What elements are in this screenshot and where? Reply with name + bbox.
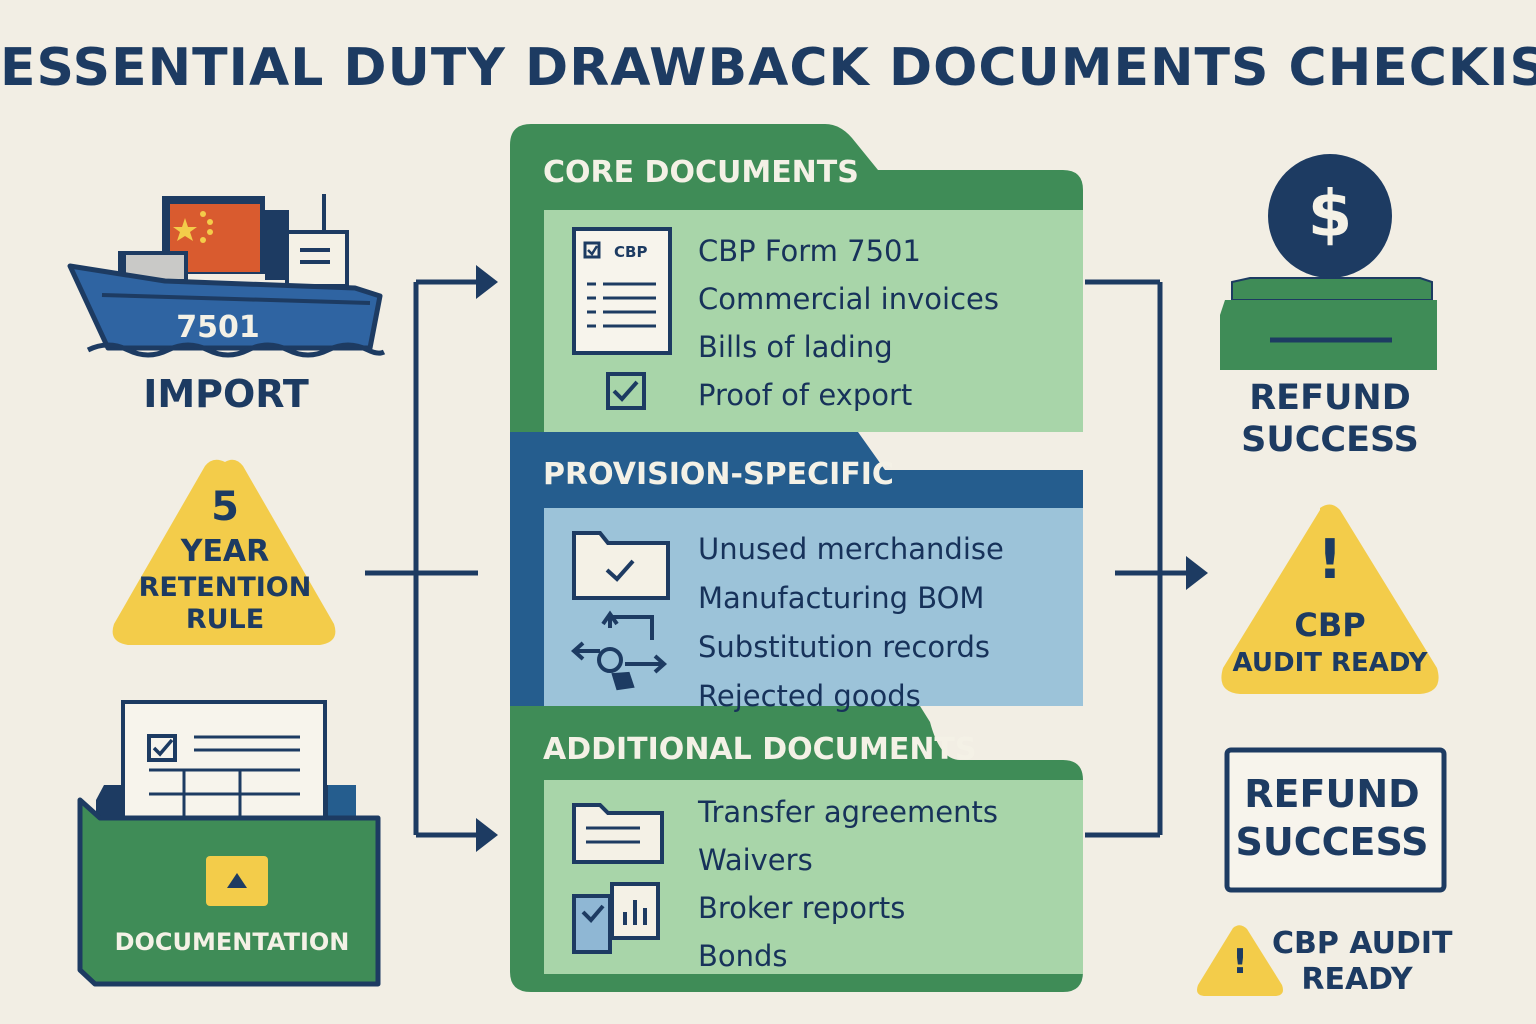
small-audit-line2: READY [1301,962,1413,997]
provision-item: Substitution records [698,630,990,664]
ship-icon [67,194,386,358]
refund-label: REFUND [1249,378,1411,418]
refund-box-line1: REFUND [1244,772,1420,816]
retention-number: 5 [211,484,239,530]
report-chart-icon [572,882,660,954]
additional-heading: ADDITIONAL DOCUMENTS [543,732,977,767]
additional-item: Bonds [698,939,788,973]
additional-item: Transfer agreements [698,795,998,829]
refund-box-line2: SUCCESS [1235,820,1429,864]
small-audit-triangle [1197,925,1283,996]
retention-rule: RULE [185,604,265,635]
document-folder-icon [572,803,664,864]
cbp-form-icon [572,227,672,355]
core-item: CBP Form 7501 [698,234,921,268]
audit-triangle [1221,504,1439,694]
additional-item: Waivers [698,843,813,877]
core-heading: CORE DOCUMENTS [543,155,859,190]
small-audit-exclamation: ! [1232,942,1248,982]
cbp-form-tag: CBP [614,243,648,261]
arrow-to-right [1186,556,1208,590]
core-item: Bills of lading [698,330,893,364]
refund-drawer-icon [1220,154,1437,370]
checkbox-icon [606,372,646,410]
retention-year: YEAR [180,534,270,569]
page-title: ESSENTIAL DUTY DRAWBACK DOCUMENTS CHECKI… [0,38,1536,98]
audit-exclamation: ! [1317,528,1343,591]
audit-ready: AUDIT READY [1232,648,1428,678]
arrow-to-core [476,265,498,299]
substitution-icon [570,610,668,691]
provision-item: Rejected goods [698,679,921,713]
folder-check-icon [572,531,670,600]
import-label: IMPORT [143,372,309,416]
provision-item: Manufacturing BOM [698,581,985,615]
right-connector [1085,279,1190,838]
retention-label: RETENTION [138,572,312,603]
provision-item: Unused merchandise [698,532,1004,566]
documentation-label: DOCUMENTATION [114,928,350,956]
dollar-sign: $ [1307,178,1353,252]
refund-success-box [1224,747,1447,893]
documentation-folder-icon [77,700,381,987]
ship-number: 7501 [176,310,260,345]
small-audit-line1: CBP AUDIT [1272,926,1453,961]
arrow-to-additional [476,818,498,852]
core-item: Proof of export [698,378,913,412]
additional-item: Broker reports [698,891,906,925]
provision-heading: PROVISION-SPECIFIC [543,457,894,492]
audit-cbp: CBP [1294,606,1366,644]
core-item: Commercial invoices [698,282,999,316]
retention-triangle [112,459,336,645]
left-connector [365,279,478,838]
success-label: SUCCESS [1241,420,1419,460]
